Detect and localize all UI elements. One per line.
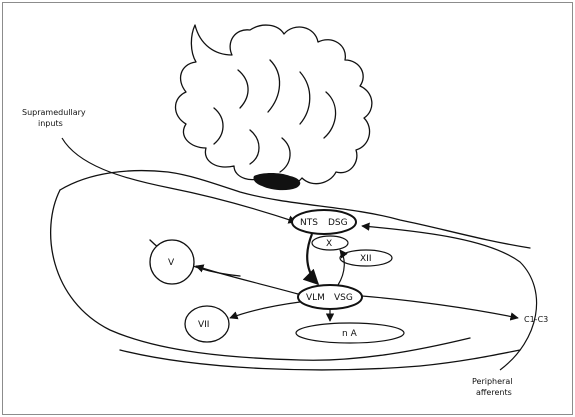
folia-line — [238, 70, 248, 108]
nts-label: NTS — [300, 218, 318, 228]
v-label: V — [168, 258, 175, 268]
supramedullary-label: Supramedullary — [22, 108, 86, 117]
supramedullary-label-line2: inputs — [38, 119, 63, 128]
c1c3-label: C1-C3 — [524, 315, 548, 324]
x-label: X — [326, 239, 332, 249]
folia-line — [268, 60, 280, 112]
fourth-ventricle — [253, 173, 300, 190]
folia-line — [250, 130, 259, 164]
peripheral-label-line2: afferents — [476, 388, 512, 397]
folia-line — [300, 72, 310, 124]
brainstem-side-outline — [51, 190, 470, 360]
folia-line — [324, 92, 336, 138]
folia-line — [280, 138, 290, 172]
folia-line — [214, 108, 223, 144]
na-label: n A — [342, 329, 358, 339]
vlm-to-v-arrow — [196, 266, 298, 294]
dsg-label: DSG — [328, 218, 348, 228]
vsg-label: VSG — [334, 293, 353, 303]
peripheral-label: Peripheral — [472, 377, 512, 386]
cerebellum-outline — [176, 25, 372, 186]
vlm-to-vii-arrow — [230, 302, 300, 318]
vlm-label: VLM — [306, 293, 325, 303]
vlm-to-c1c3-arrow — [362, 296, 518, 318]
vii-label: VII — [198, 320, 209, 330]
xii-label: XII — [360, 254, 371, 264]
